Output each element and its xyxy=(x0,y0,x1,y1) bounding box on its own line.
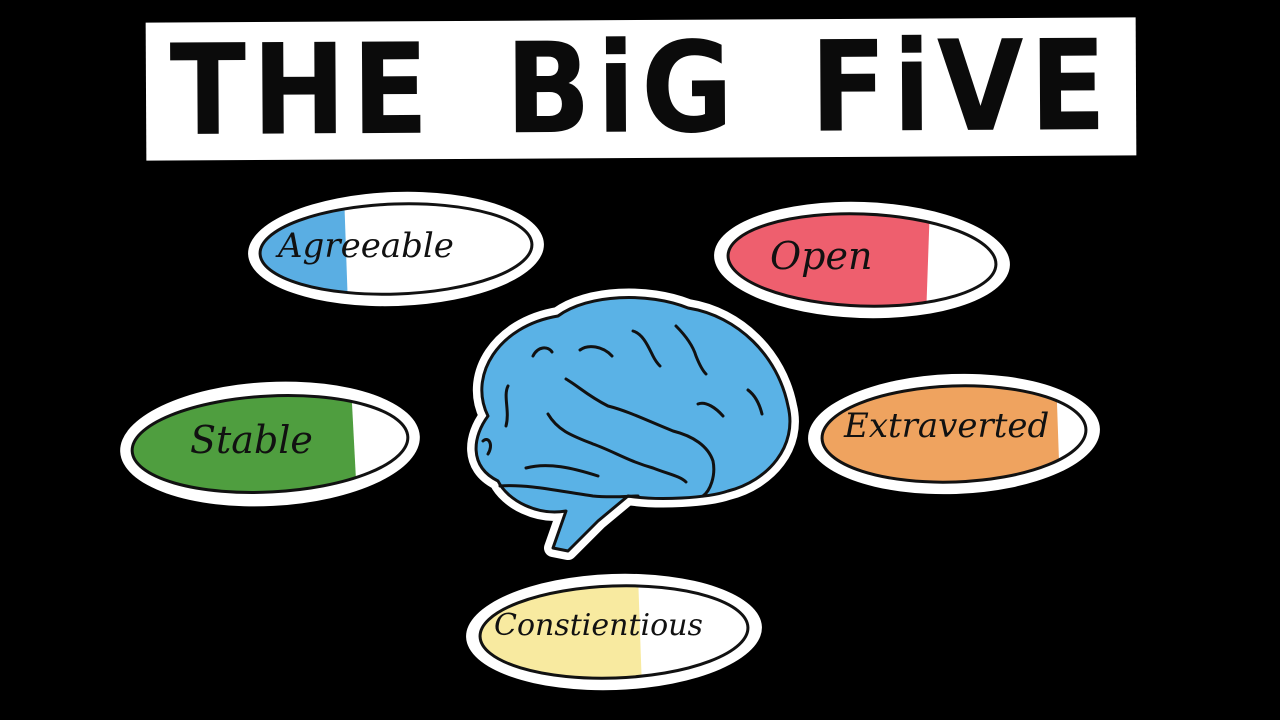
trait-conscientious: Constientious xyxy=(466,570,766,694)
trait-stable: Stable xyxy=(120,380,420,510)
pill-extraverted-shape xyxy=(808,373,1100,495)
pill-agreeable-shape xyxy=(248,191,544,307)
brain-illustration xyxy=(448,286,804,566)
pill-stable-shape xyxy=(120,381,420,507)
trait-label-conscientious: Constientious xyxy=(494,608,703,643)
trait-label-stable: Stable xyxy=(190,418,313,462)
trait-open: Open xyxy=(714,198,1014,322)
title-banner: THE BiG FiVE xyxy=(145,13,1137,165)
brain-icon xyxy=(467,288,799,560)
pill-open-shape xyxy=(714,201,1010,319)
page-title: THE BiG FiVE xyxy=(169,13,1113,165)
trait-extraverted: Extraverted xyxy=(808,370,1108,500)
trait-label-open: Open xyxy=(770,234,873,278)
trait-label-extraverted: Extraverted xyxy=(844,406,1050,446)
pill-conscientious-shape xyxy=(466,573,762,691)
trait-agreeable: Agreeable xyxy=(248,190,548,310)
trait-label-agreeable: Agreeable xyxy=(278,226,454,266)
